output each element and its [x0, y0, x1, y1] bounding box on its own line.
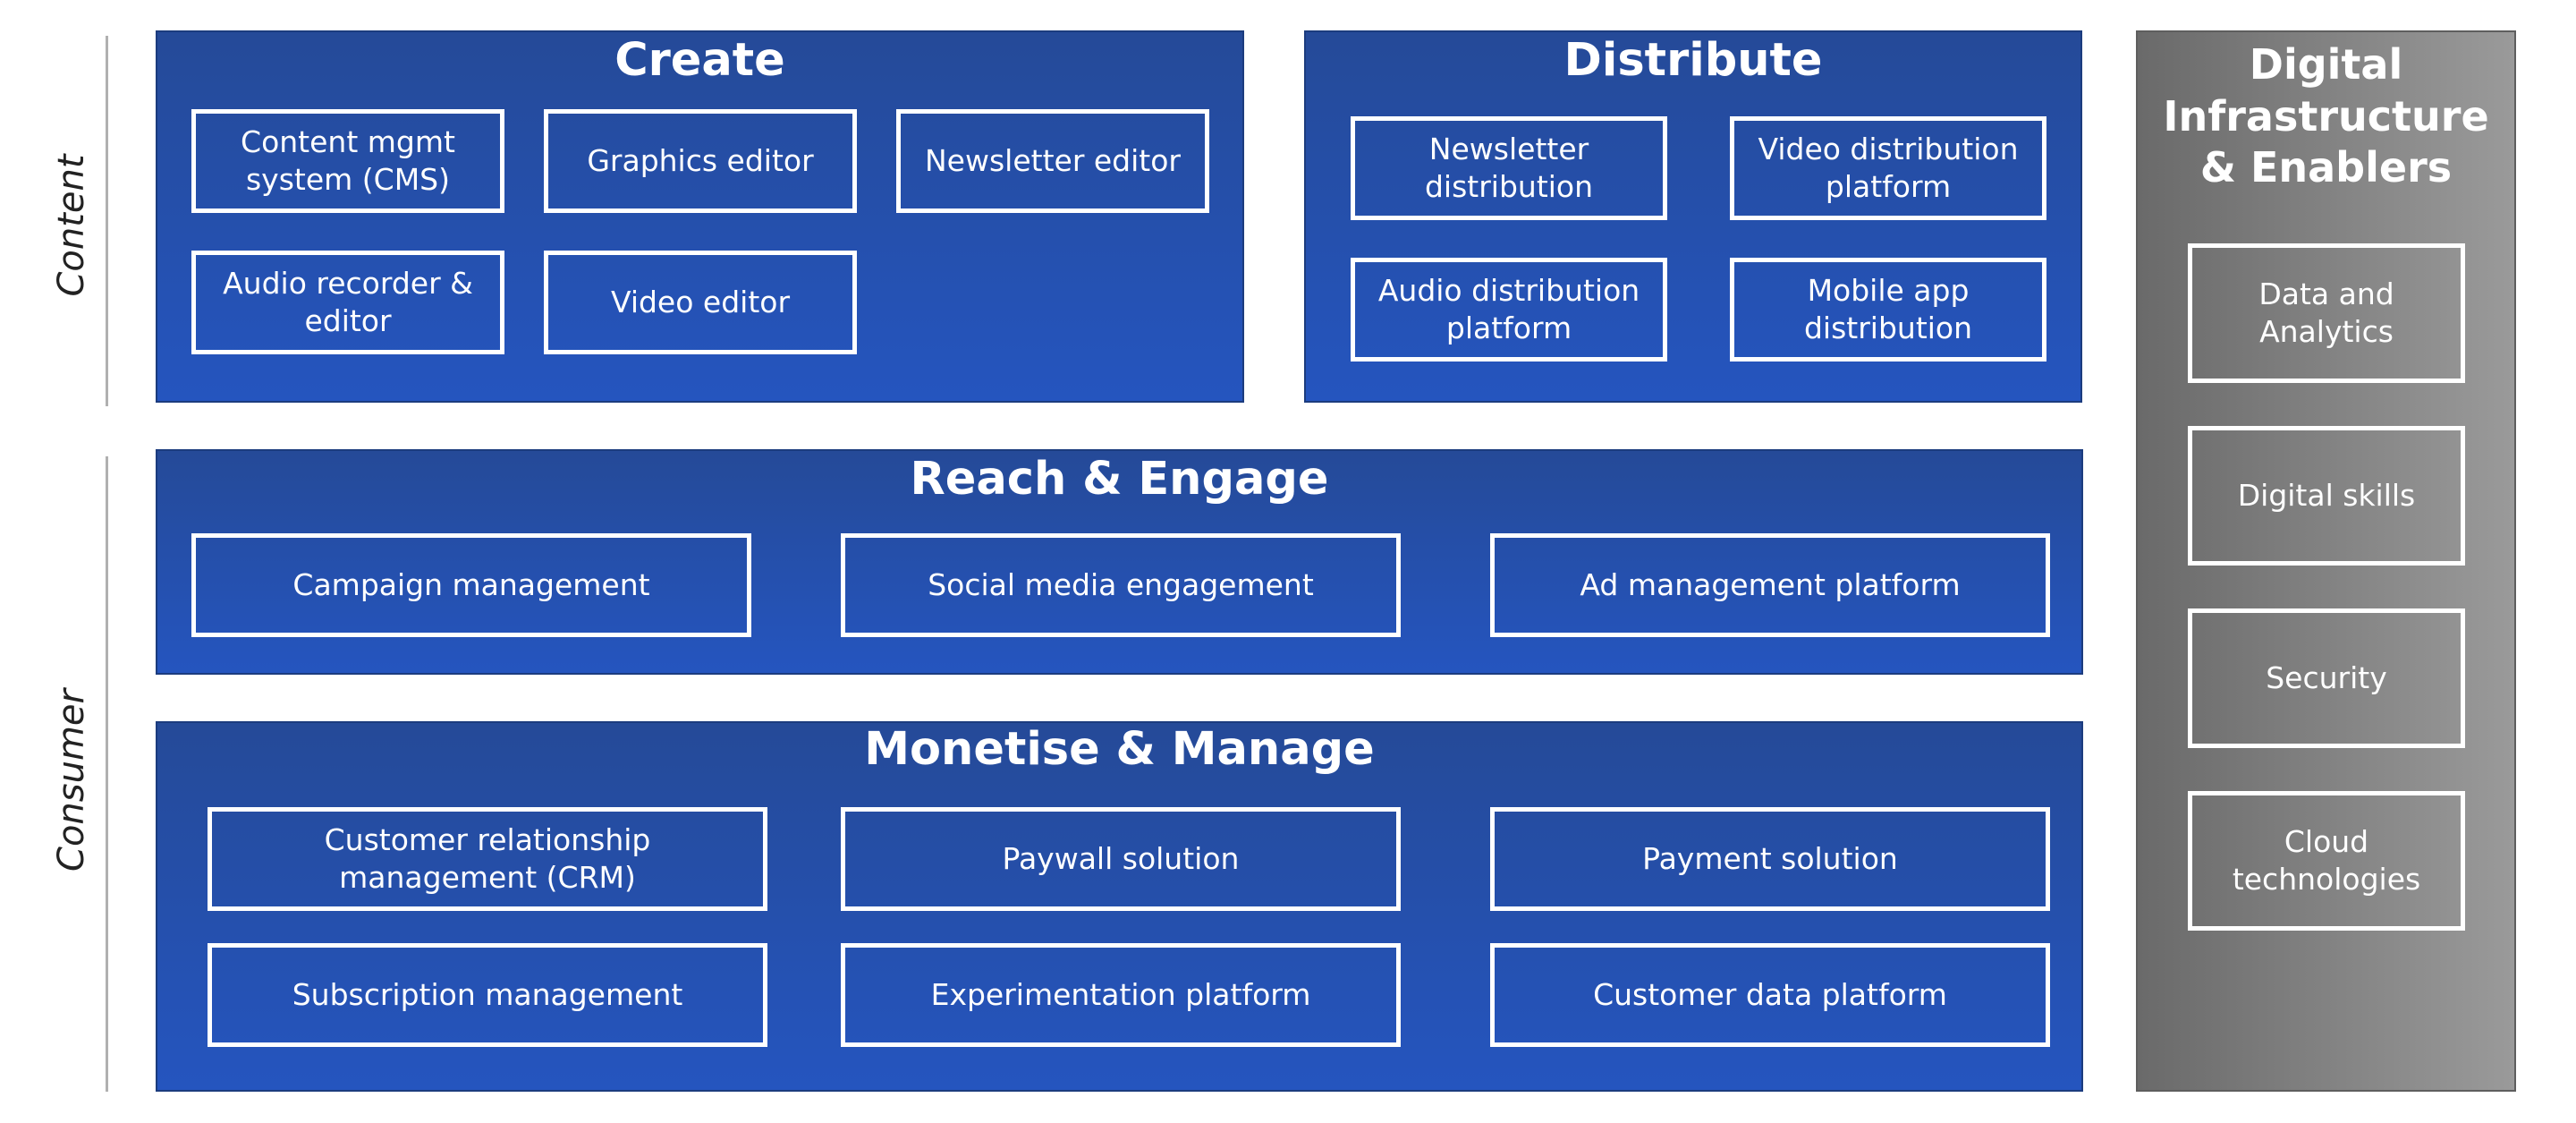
create-title: Create [614, 34, 785, 87]
payment-solution-box: Payment solution [1490, 807, 2050, 911]
mobile-app-distribution-box: Mobile app distribution [1730, 258, 2046, 362]
consumer-axis-line [106, 456, 108, 1092]
subscription-management-box: Subscription management [208, 943, 767, 1047]
consumer-axis-label: Consumer [51, 689, 92, 872]
infrastructure-title: Digital Infrastructure & Enablers [2163, 40, 2489, 191]
newsletter-distribution-box: Newsletter distribution [1351, 116, 1667, 220]
reach-engage-title: Reach & Engage [910, 453, 1329, 506]
infrastructure-panel: Digital Infrastructure & Enablers Data a… [2136, 30, 2516, 1092]
data-analytics-box: Data and Analytics [2188, 243, 2465, 383]
ad-management-platform-box: Ad management platform [1490, 533, 2050, 637]
video-distribution-box: Video distribution platform [1730, 116, 2046, 220]
cloud-technologies-box: Cloud technologies [2188, 791, 2465, 931]
monetise-manage-title: Monetise & Manage [864, 723, 1375, 776]
content-axis-label: Content [51, 154, 92, 297]
cms-box: Content mgmt system (CMS) [191, 109, 504, 213]
reach-engage-panel: Reach & Engage Campaign management Socia… [156, 449, 2083, 675]
experimentation-platform-box: Experimentation platform [841, 943, 1401, 1047]
monetise-manage-panel: Monetise & Manage Customer relationship … [156, 721, 2083, 1092]
create-panel: Create Content mgmt system (CMS) Graphic… [156, 30, 1244, 403]
security-box: Security [2188, 608, 2465, 748]
paywall-solution-box: Paywall solution [841, 807, 1401, 911]
content-axis-line [106, 36, 108, 406]
audio-recorder-box: Audio recorder & editor [191, 251, 504, 354]
newsletter-editor-box: Newsletter editor [896, 109, 1209, 213]
distribute-title: Distribute [1563, 34, 1823, 87]
digital-skills-box: Digital skills [2188, 426, 2465, 566]
distribute-panel: Distribute Newsletter distribution Video… [1304, 30, 2082, 403]
graphics-editor-box: Graphics editor [544, 109, 857, 213]
audio-distribution-box: Audio distribution platform [1351, 258, 1667, 362]
video-editor-box: Video editor [544, 251, 857, 354]
crm-box: Customer relationship management (CRM) [208, 807, 767, 911]
social-media-engagement-box: Social media engagement [841, 533, 1401, 637]
customer-data-platform-box: Customer data platform [1490, 943, 2050, 1047]
campaign-management-box: Campaign management [191, 533, 751, 637]
